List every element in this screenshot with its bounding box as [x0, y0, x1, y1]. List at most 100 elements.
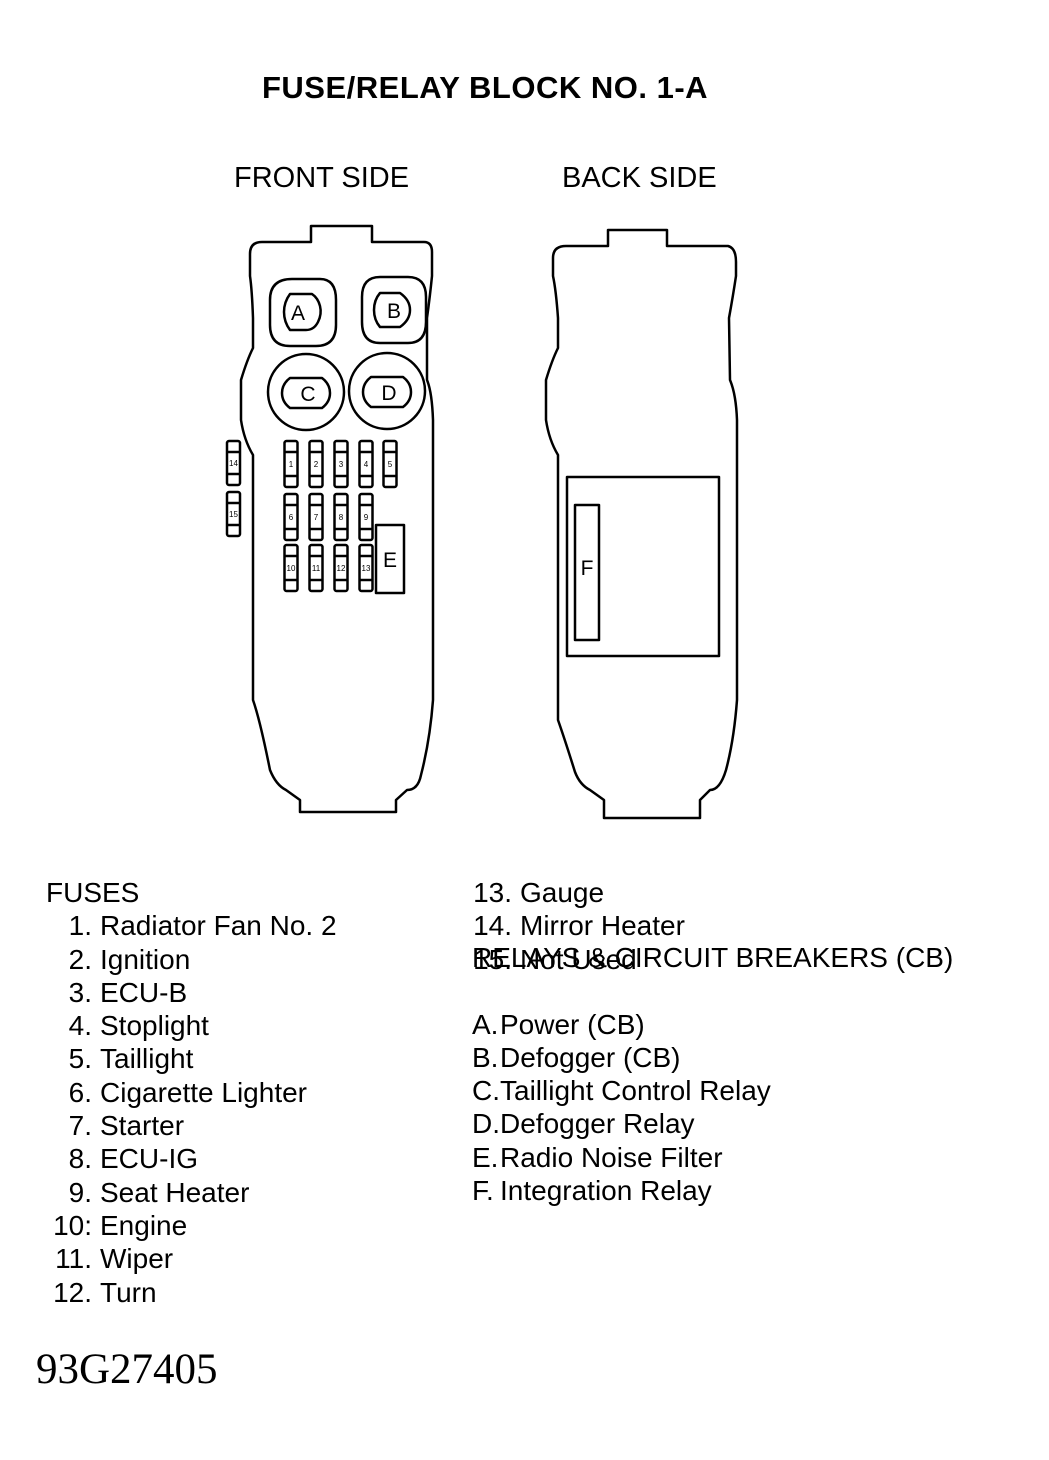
label-c: C	[300, 383, 315, 406]
fuse-legend-item: 10:Engine	[46, 1209, 337, 1242]
fuse-legend-item: 6.Cigarette Lighter	[46, 1076, 337, 1109]
side-fuse-14	[225, 439, 242, 487]
legend-name: Turn	[100, 1276, 157, 1308]
legend-name: Taillight Control Relay	[500, 1075, 771, 1107]
fuse-number-9: 9	[364, 513, 369, 522]
label-e: E	[383, 549, 397, 572]
legend-number: F.	[472, 1175, 494, 1207]
fuse-12	[333, 543, 349, 593]
back-panel	[565, 475, 721, 658]
back-block-outline	[544, 228, 739, 820]
fuse-legend-item: 7.Starter	[46, 1109, 337, 1142]
legend-name: Starter	[100, 1110, 185, 1142]
fuse-legend-item: 4.Stoplight	[46, 1009, 337, 1042]
legend-name: Ignition	[100, 943, 191, 975]
relay-legend-item: B.Defogger (CB)	[472, 1041, 953, 1074]
fuse-grid	[283, 439, 398, 593]
fuse-number-3: 3	[339, 460, 344, 469]
fuse-number-2: 2	[314, 460, 319, 469]
legend-number: B.	[472, 1041, 499, 1073]
side-fuse-15	[225, 490, 242, 538]
legend-name: Integration Relay	[500, 1175, 712, 1207]
fuse-9	[358, 492, 374, 542]
relay-legend-item: E.Radio Noise Filter	[472, 1141, 953, 1174]
legend-name: Mirror Heater	[520, 910, 685, 942]
legend-number: 4.	[68, 1010, 92, 1042]
fuse-number-13: 13	[362, 564, 371, 573]
legend-name: Not Used	[520, 943, 637, 975]
fuse-number-14: 14	[229, 459, 238, 468]
back-side-label: BACK SIDE	[562, 162, 717, 194]
fuse-legend-item: 5.Taillight	[46, 1042, 337, 1075]
label-f: F	[581, 557, 594, 580]
legend-number: 12.	[53, 1276, 92, 1308]
fuse-1	[283, 439, 299, 489]
label-a: A	[291, 302, 305, 325]
legend-number: 8.	[68, 1143, 92, 1175]
fuse-legend-item: 13. Gauge	[472, 876, 953, 909]
diagram-title: FUSE/RELAY BLOCK NO. 1-A	[261, 70, 709, 105]
legend-name: Cigarette Lighter	[100, 1076, 308, 1108]
relay-a	[268, 277, 338, 348]
label-b: B	[387, 300, 401, 323]
legend-name: ECU-B	[100, 976, 188, 1008]
fuse-legend-item: 11.Wiper	[46, 1242, 337, 1275]
fuse-7	[308, 492, 324, 542]
relays-heading: RELAYS & CIRCUIT BREAKERS (CB)	[472, 942, 954, 974]
fuse-10	[283, 543, 299, 593]
relay-legend-item: C.Taillight Control Relay	[472, 1074, 953, 1107]
fuse-4	[358, 439, 374, 489]
fuse-legend-item: 9.Seat Heater	[46, 1176, 337, 1209]
fuse-legend-item: 3.ECU-B	[46, 976, 337, 1009]
fuse-legend-item: 14.Mirror Heater	[472, 909, 953, 942]
legend-number: 15.	[473, 943, 512, 975]
legend-number: 3.	[68, 976, 92, 1008]
fuse-3	[333, 439, 349, 489]
fuses-heading: FUSES	[46, 877, 140, 908]
legend-name: Taillight	[100, 1043, 194, 1075]
fuse-number-7: 7	[314, 513, 319, 522]
legend-name: Radiator Fan No. 2	[100, 910, 337, 942]
fuse-6	[283, 492, 299, 542]
relay-f	[573, 503, 601, 642]
fuse-number-15: 15	[229, 510, 238, 519]
legend-name: Gauge	[520, 877, 605, 908]
legend-number: 10:	[53, 1209, 92, 1241]
legend-number: 2.	[68, 943, 92, 975]
relay-legend-item: F.Integration Relay	[472, 1174, 953, 1207]
legend-name: ECU-IG	[100, 1143, 198, 1175]
fuse-legend-item: 12.Turn	[46, 1276, 337, 1309]
fuse-legend-item: 2.Ignition	[46, 943, 337, 976]
legend-name: Defogger Relay	[500, 1108, 695, 1140]
relay-legend-item: D.Defogger Relay	[472, 1107, 953, 1140]
fuse-5	[382, 439, 398, 489]
fuse-number-6: 6	[289, 513, 294, 522]
fuse-legend-item: 1.Radiator Fan No. 2	[46, 909, 337, 942]
legend-number: 6.	[68, 1076, 92, 1108]
legend-number: 14.	[473, 910, 512, 942]
legend-number: 13.	[473, 877, 512, 908]
legend-name: Radio Noise Filter	[500, 1141, 723, 1173]
fuse-8	[333, 492, 349, 542]
relay-d	[347, 351, 427, 431]
fuse-legend-item: 15.Not Used	[472, 943, 953, 976]
legend-number: C.	[472, 1075, 500, 1107]
legend-name: Power (CB)	[500, 1008, 645, 1040]
fuse-number-1: 1	[289, 460, 294, 469]
relay-b	[360, 275, 428, 345]
relay-c	[266, 352, 346, 432]
label-d: D	[381, 382, 396, 405]
legend-name: Defogger (CB)	[500, 1041, 681, 1073]
fuse-number-10: 10	[287, 564, 296, 573]
fuse-11	[308, 543, 324, 593]
legend-number: 7.	[68, 1110, 92, 1142]
legend-number: 11.	[55, 1243, 92, 1275]
legend-number: D.	[472, 1108, 500, 1140]
legend-number: 9.	[68, 1176, 92, 1208]
figure-code: 93G27405	[36, 1346, 218, 1393]
